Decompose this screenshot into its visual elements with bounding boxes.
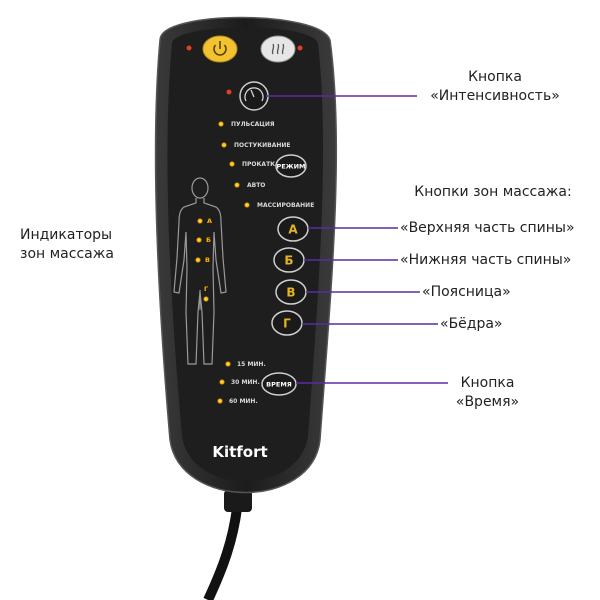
heat-button[interactable]: [260, 35, 296, 63]
callout-zone-d: «Бёдра»: [440, 316, 503, 332]
zone-button-b[interactable]: Б: [273, 247, 305, 273]
callout-lines: [266, 95, 448, 384]
body-led-b: [196, 237, 202, 243]
zone-button-a[interactable]: А: [277, 216, 309, 242]
body-zone-label-a: А: [207, 217, 212, 225]
zone-button-c[interactable]: В: [275, 279, 307, 305]
time-label-2: 30 МИН.: [231, 379, 260, 386]
heat-icon: [271, 43, 285, 55]
time-led-3: [217, 398, 223, 404]
body-zone-label-d: Г: [204, 285, 208, 293]
body-led-d: [203, 296, 209, 302]
time-button[interactable]: ВРЕМЯ: [261, 372, 297, 396]
svg-text:РЕЖИМ: РЕЖИМ: [276, 163, 305, 171]
body-zone-indicators: А Б В Г: [195, 217, 212, 302]
zone-button-d[interactable]: Г: [271, 310, 303, 336]
remote-face: [167, 27, 324, 481]
time-label-1: 15 МИН.: [237, 361, 266, 368]
callout-zone-b: «Нижняя часть спины»: [400, 252, 572, 268]
mode-label-4: АВТО: [247, 182, 265, 189]
body-zone-label-c: В: [205, 256, 210, 264]
power-button[interactable]: [202, 35, 238, 63]
callout-time: Кнопка «Время»: [455, 375, 520, 410]
cable: [203, 499, 243, 600]
intensity-button[interactable]: [239, 81, 269, 111]
heat-led: [297, 45, 303, 51]
callout-zone-c: «Поясница»: [422, 284, 511, 300]
svg-text:В: В: [286, 286, 295, 300]
mode-led-2: [221, 142, 227, 148]
mode-led-1: [218, 121, 224, 127]
brand-logo: Kitfort: [212, 443, 267, 461]
svg-text:Б: Б: [284, 254, 293, 268]
body-led-c: [195, 257, 201, 263]
svg-text:Г: Г: [283, 317, 291, 331]
callout-zones-heading: Кнопки зон массажа:: [414, 184, 572, 200]
svg-text:ВРЕМЯ: ВРЕМЯ: [266, 381, 292, 389]
cable-strain-relief: [224, 490, 252, 512]
callout-indicators: Индикаторы зон массажа: [20, 227, 114, 262]
mode-label-5: МАССИРОВАНИЕ: [257, 202, 314, 209]
power-icon: [213, 41, 227, 56]
mode-label-1: ПУЛЬСАЦИЯ: [231, 121, 275, 128]
mode-led-4: [234, 182, 240, 188]
callout-zone-a: «Верхняя часть спины»: [400, 220, 575, 236]
intensity-led: [226, 89, 232, 95]
time-led-1: [225, 361, 231, 367]
mode-label-3: ПРОКАТКА: [242, 161, 280, 168]
body-led-a: [197, 218, 203, 224]
mode-button[interactable]: РЕЖИМ: [275, 154, 307, 178]
body-zone-label-b: Б: [206, 236, 211, 244]
mode-led-5: [244, 202, 250, 208]
time-label-3: 60 МИН.: [229, 398, 258, 405]
power-led: [186, 45, 192, 51]
svg-text:А: А: [288, 223, 298, 237]
mode-led-3: [229, 161, 235, 167]
time-indicator-group: 15 МИН. 30 МИН. 60 МИН.: [217, 361, 266, 405]
time-led-2: [219, 379, 225, 385]
body-silhouette: [173, 177, 227, 365]
mode-indicator-group: ПУЛЬСАЦИЯ ПОСТУКИВАНИЕ ПРОКАТКА АВТО МАС…: [218, 121, 314, 209]
mode-label-2: ПОСТУКИВАНИЕ: [234, 142, 291, 149]
gauge-icon: [244, 87, 264, 102]
callout-intensity: Кнопка «Интенсивность»: [430, 69, 560, 104]
